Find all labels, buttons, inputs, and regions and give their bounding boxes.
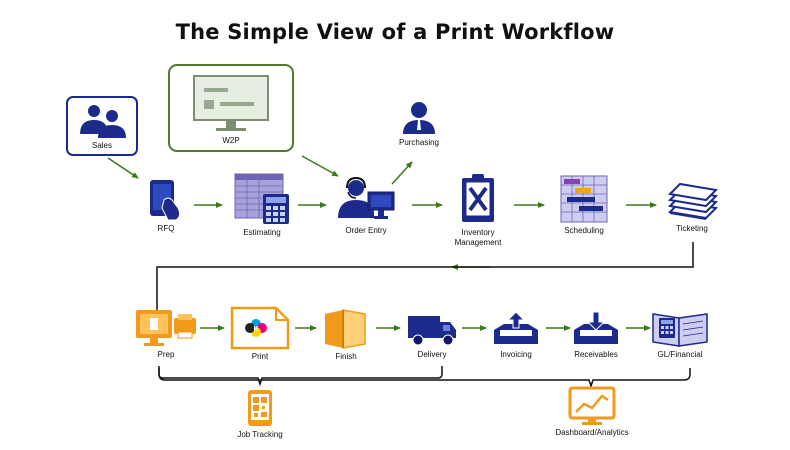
svg-text:K: K <box>253 326 258 333</box>
node-purchasing: Purchasing <box>369 100 469 148</box>
dashboard-chart-icon <box>568 386 616 425</box>
gl-financial-label: GL/Financial <box>657 350 703 359</box>
node-prep: Prep <box>116 308 216 360</box>
schedule-grid-icon <box>560 175 608 223</box>
node-gl-financial: GL/Financial <box>630 308 730 360</box>
node-w2p: W2P <box>168 64 294 152</box>
node-receivables: Receivables <box>546 310 646 360</box>
rfq-label: RFQ <box>157 224 175 233</box>
node-order-entry: Order Entry <box>316 176 416 236</box>
outbox-tray-icon <box>494 311 538 344</box>
headset-operator-icon <box>338 176 395 219</box>
node-finish: Finish <box>296 306 396 362</box>
node-delivery: Delivery <box>382 312 482 360</box>
node-scheduling: Scheduling <box>534 174 634 236</box>
w2p-label: W2P <box>222 136 239 145</box>
arrow-w2p-order <box>301 155 339 177</box>
purchasing-person-icon <box>403 102 435 134</box>
ticketing-label: Ticketing <box>676 224 708 233</box>
node-job-tracking: Job Tracking <box>210 388 310 440</box>
arrow-sales-rfq <box>107 157 139 179</box>
clipboard-check-icon <box>462 174 494 222</box>
estimating-label: Estimating <box>243 228 281 237</box>
dashboard-label: Dashboard/Analytics <box>555 428 629 437</box>
node-dashboard: Dashboard/Analytics <box>534 386 650 438</box>
receivables-label: Receivables <box>574 350 618 359</box>
node-ticketing: Ticketing <box>642 182 742 234</box>
tablet-touch-icon <box>150 180 181 221</box>
paper-stack-icon <box>667 182 719 220</box>
inventory-label-2: Management <box>454 238 502 247</box>
prep-monitor-icon <box>136 310 196 346</box>
print-label: Print <box>251 352 269 361</box>
diagram-title: The Simple View of a Print Workflow <box>175 20 615 44</box>
node-rfq: RFQ <box>116 178 216 234</box>
order-entry-label: Order Entry <box>345 226 387 235</box>
node-inventory: Inventory Management <box>428 172 528 248</box>
print-cmyk-icon: K <box>230 306 290 350</box>
inventory-label-1: Inventory <box>461 228 495 237</box>
scheduling-label: Scheduling <box>564 226 604 235</box>
tablet-qr-icon <box>248 390 272 426</box>
arrow-order-purchasing <box>391 161 413 185</box>
folded-sheet-icon <box>325 309 366 349</box>
delivery-label: Delivery <box>417 350 447 359</box>
inbox-tray-icon <box>574 311 618 344</box>
node-estimating: Estimating <box>212 172 312 238</box>
delivery-truck-icon <box>408 316 456 346</box>
bracket-job-tracking <box>158 366 443 387</box>
purchasing-label: Purchasing <box>398 138 440 147</box>
finish-label: Finish <box>335 352 357 361</box>
sales-label: Sales <box>92 141 112 150</box>
ledger-book-icon <box>652 313 708 347</box>
bracket-dashboard <box>158 368 691 389</box>
prep-label: Prep <box>157 350 175 359</box>
return-line <box>156 242 694 310</box>
node-sales: Sales <box>52 96 152 156</box>
job-tracking-label: Job Tracking <box>237 430 283 439</box>
node-invoicing: Invoicing <box>466 310 566 360</box>
spreadsheet-calculator-icon <box>234 173 289 224</box>
w2p-monitor-icon: W2P <box>168 64 294 152</box>
sales-people-icon: Sales <box>66 96 138 156</box>
node-print: K Print <box>210 306 310 362</box>
invoicing-label: Invoicing <box>500 350 532 359</box>
